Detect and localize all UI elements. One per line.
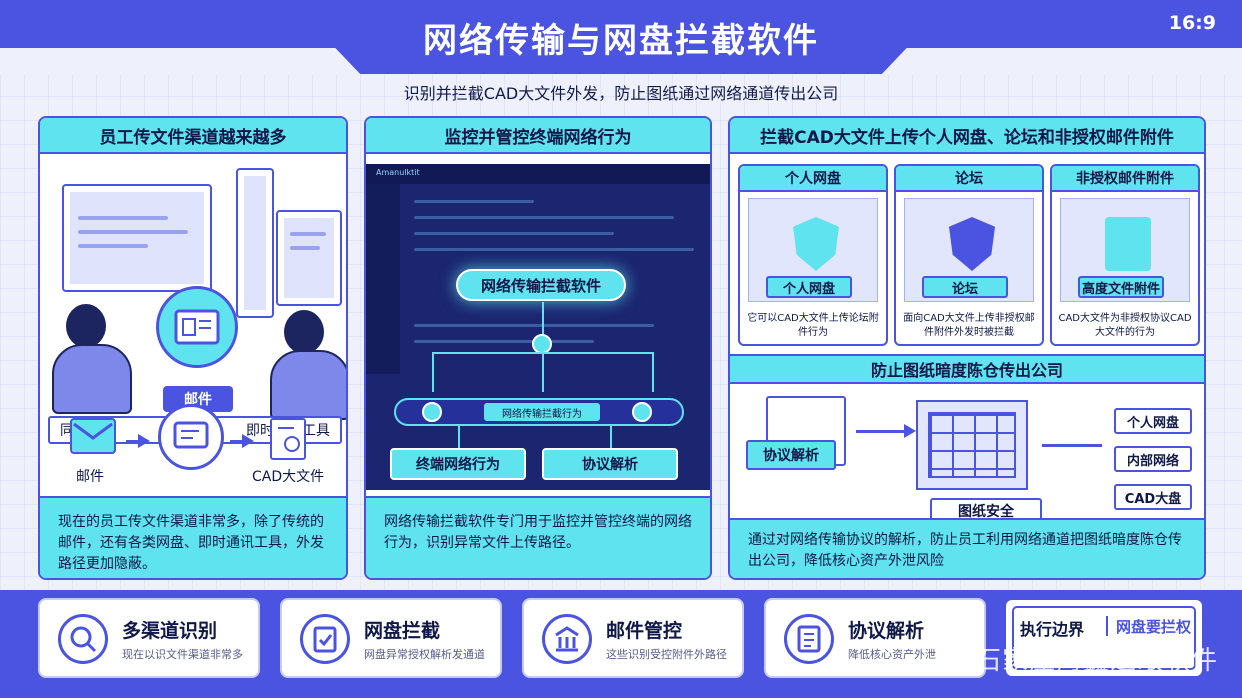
card-tag: 高度文件附件 (1078, 276, 1164, 298)
document-list-icon (784, 614, 834, 664)
arrow-right-icon (242, 434, 254, 448)
panel-channels-heading: 员工传文件渠道越来越多 (40, 118, 346, 154)
watermark: @石家庄海鑫之眼软件 (947, 646, 1218, 676)
feature-mail-control: 邮件管控 这些识别受控附件外路径 (522, 598, 744, 678)
card-tag: 个人网盘 (766, 276, 852, 298)
search-check-icon (58, 614, 108, 664)
arrow-right-icon (904, 424, 916, 438)
panel-monitor: 监控并管控终端网络行为 Amanulktit 网络传输拦截软件 网络传输拦截行为… (364, 116, 712, 580)
dashboard-title: Amanulktit (376, 168, 420, 177)
file-box-icon (1105, 217, 1151, 271)
check-node-icon (422, 402, 442, 422)
feature-title: 多渠道识别 (122, 620, 218, 642)
feature-boundary-label: 执行边界 (1020, 620, 1085, 639)
flow-label-cad: CAD大文件 (252, 469, 325, 485)
feature-title: 协议解析 (848, 620, 925, 642)
panel-intercept-heading: 拦截CAD大文件上传个人网盘、论坛和非授权邮件附件 (730, 118, 1204, 154)
aspect-ratio-label: 16:9 (1168, 12, 1216, 34)
feature-disk-block: 网盘拦截 网盘异常授权解析发通道 (280, 598, 502, 678)
card-personal-disk: 个人网盘 个人网盘 它可以CAD大文件上传论坛附件行为 (738, 164, 888, 346)
side-tag: 个人网盘 (1114, 408, 1192, 434)
feature-subtitle: 这些识别受控附件外路径 (606, 648, 727, 661)
feature-boundary-value: 网盘要拦权 (1116, 618, 1192, 636)
prevent-heading: 防止图纸暗度陈仓传出公司 (730, 354, 1204, 384)
monitor-left (62, 184, 212, 292)
card-description: CAD大文件为非授权协议CAD大文件的行为 (1058, 313, 1192, 338)
flow-arrow-line (230, 440, 244, 443)
panel-intercept-description: 通过对网络传输协议的解析，防止员工利用网络通道把图纸暗度陈仓传出公司，降低核心资… (730, 518, 1204, 578)
feature-title: 邮件管控 (606, 620, 683, 642)
flow-arrow-line (126, 440, 140, 443)
document-window-icon (156, 286, 238, 368)
feature-multi-channel: 多渠道识别 现在以识文件渠道非常多 (38, 598, 260, 678)
shield-icon (793, 217, 839, 271)
terminal-behavior-box: 终端网络行为 (390, 448, 526, 480)
document-panel (236, 168, 274, 318)
header-notch-right (881, 48, 1242, 74)
page-title: 网络传输与网盘拦截软件 (423, 20, 819, 61)
page-subtitle: 识别并拦截CAD大文件外发，防止图纸通过网络通道传出公司 (403, 84, 839, 103)
side-tag: 内部网络 (1114, 446, 1192, 472)
check-node-icon (532, 334, 552, 354)
envelope-icon (70, 418, 116, 454)
check-node-icon (632, 402, 652, 422)
panel-monitor-heading: 监控并管控终端网络行为 (366, 118, 710, 154)
monitor-right (276, 210, 342, 306)
behavior-bar-label: 网络传输拦截行为 (484, 403, 600, 421)
protocol-parse-tag: 协议解析 (746, 440, 836, 470)
dashboard-sidebar (366, 184, 400, 374)
card-heading: 个人网盘 (740, 166, 886, 192)
panel-channels-description: 现在的员工传文件渠道非常多，除了传统的邮件，还有各类网盘、即时通讯工具，外发路径… (40, 496, 346, 578)
card-heading: 论坛 (896, 166, 1042, 192)
drawing-grid-icon (916, 400, 1028, 490)
card-unauthorized-mail: 非授权邮件附件 高度文件附件 CAD大文件为非授权协议CAD大文件的行为 (1050, 164, 1200, 346)
feature-subtitle: 降低核心资产外泄 (848, 648, 936, 661)
document-edit-icon (158, 404, 224, 470)
arrow-right-icon (138, 434, 150, 448)
card-tag: 论坛 (922, 276, 1008, 298)
clipboard-check-icon (300, 614, 350, 664)
feature-boundary: 执行边界 网盘要拦权 (1004, 598, 1204, 678)
feature-title: 网盘拦截 (364, 620, 441, 642)
card-forum: 论坛 论坛 面向CAD大文件上传非授权邮件附件外发时被拦截 (894, 164, 1044, 346)
card-description: 面向CAD大文件上传非授权邮件附件外发时被拦截 (903, 313, 1035, 338)
dashboard-screen: Amanulktit 网络传输拦截软件 网络传输拦截行为 终端网络行为 协议解析 (366, 164, 710, 490)
header-notch-left (0, 48, 361, 74)
feature-subtitle: 现在以识文件渠道非常多 (122, 648, 243, 661)
mail-tag: 邮件 (163, 386, 233, 412)
feature-subtitle: 网盘异常授权解析发通道 (364, 648, 485, 661)
flow-label-mail: 邮件 (76, 469, 104, 485)
title-tab: 网络传输与网盘拦截软件 (338, 0, 904, 74)
feature-protocol-parse: 协议解析 降低核心资产外泄 (764, 598, 986, 678)
panel-intercept: 拦截CAD大文件上传个人网盘、论坛和非授权邮件附件 个人网盘 个人网盘 它可以C… (728, 116, 1206, 580)
side-tag: CAD大盘 (1114, 484, 1192, 510)
panel-monitor-description: 网络传输拦截软件专门用于监控并管控终端的网络行为，识别异常文件上传路径。 (366, 496, 710, 578)
prevent-illustration: 协议解析 个人网盘 内部网络 CAD大盘 (738, 390, 1198, 510)
shield-check-icon (949, 217, 995, 271)
cad-file-icon (270, 418, 306, 460)
software-pill: 网络传输拦截软件 (456, 269, 626, 301)
channel-flow: 邮件 CAD大文件 (56, 404, 350, 490)
card-heading: 非授权邮件附件 (1052, 166, 1198, 192)
building-icon (542, 614, 592, 664)
card-description: 它可以CAD大文件上传论坛附件行为 (747, 313, 879, 338)
protocol-parse-box: 协议解析 (542, 448, 678, 480)
flow-row-placeholder (50, 154, 344, 226)
